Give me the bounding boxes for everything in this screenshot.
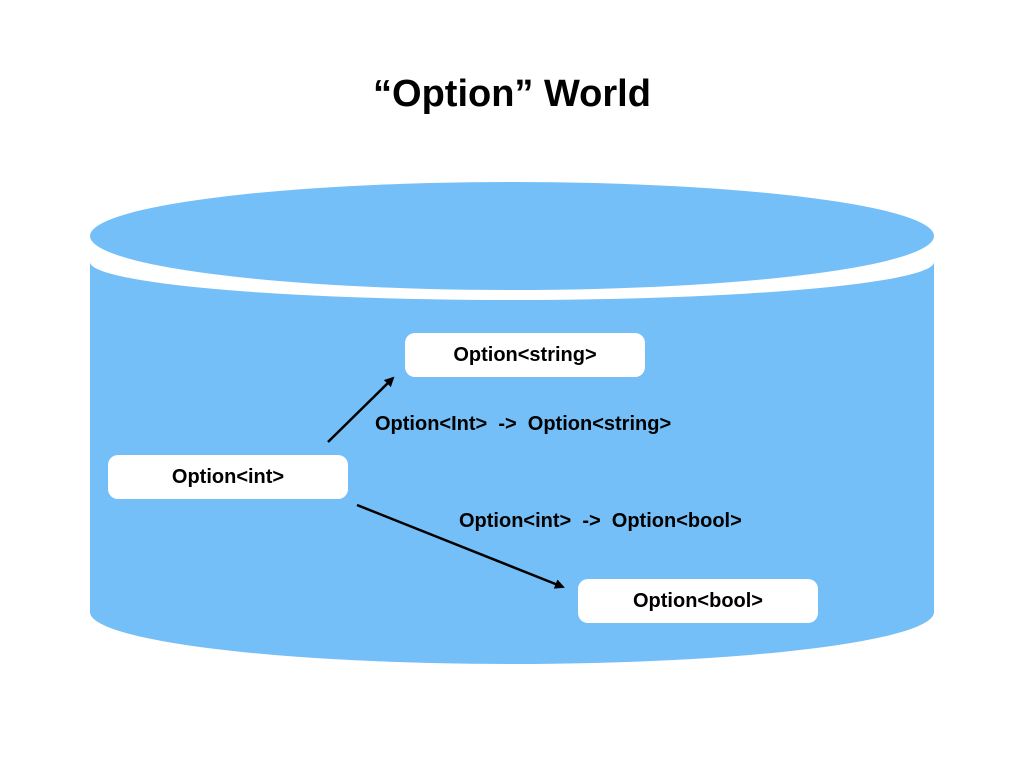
- node-option-int: Option<int>: [108, 455, 348, 499]
- cylinder-top: [90, 182, 934, 290]
- cylinder-body: [90, 262, 934, 664]
- edge-label-int-to-string: Option<Int> -> Option<string>: [375, 413, 672, 435]
- arrow-int-to-bool: [356, 503, 565, 589]
- page-title: “Option” World: [373, 73, 651, 115]
- node-option-bool: Option<bool>: [578, 579, 818, 623]
- edge-label-int-to-bool: Option<int> -> Option<bool>: [459, 510, 742, 532]
- node-option-bool-label: Option<bool>: [633, 589, 763, 612]
- node-option-string: Option<string>: [405, 333, 645, 377]
- arrow-int-to-string: [327, 376, 395, 443]
- node-option-int-label: Option<int>: [171, 465, 285, 488]
- node-option-string-label: Option<string>: [453, 343, 597, 366]
